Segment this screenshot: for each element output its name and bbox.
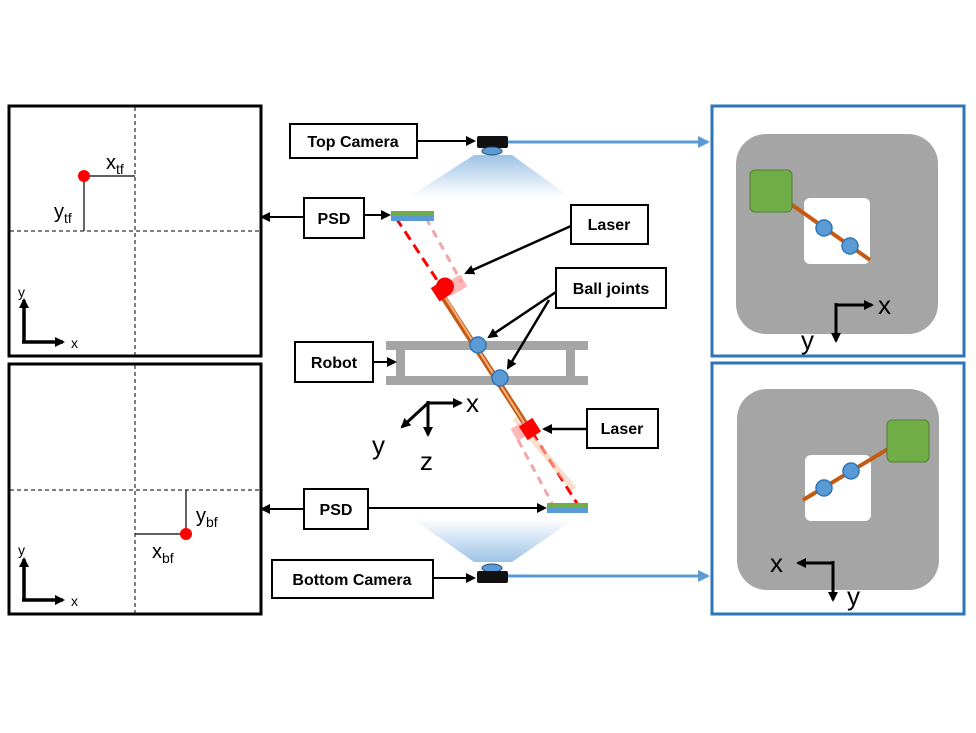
top-view-ball-joint-2 (841, 237, 859, 255)
bottom-frame-y-label: ybf (196, 505, 218, 530)
bottom-psd-sensor (547, 503, 588, 513)
top-psd-sensor (391, 211, 434, 221)
bottom-camera-view-cone (413, 519, 574, 562)
bottom-laser-beam-ghost (516, 439, 554, 504)
bottom-frame-axis-y-label: y (18, 542, 25, 558)
ball-joint-upper (469, 336, 487, 354)
top-psd-label-box: PSD (303, 197, 365, 239)
top-frame-axis-y-label: y (18, 284, 25, 300)
robot-axis-x-label: x (466, 388, 479, 418)
robot-axis-y-label: y (372, 430, 385, 460)
bottom-psd-frame-border (7, 362, 263, 616)
top-frame-axes: y x (18, 284, 78, 351)
bottom-view-ball-joint-1 (815, 479, 833, 497)
top-psd-frame: xtf ytf y x (7, 104, 263, 358)
ball-joint-lower (491, 369, 509, 387)
top-camera-lens-icon (481, 146, 503, 156)
bottom-laser-module (510, 417, 542, 442)
top-laser-pointer-arrow (464, 224, 572, 275)
bottom-laser-spot (180, 528, 192, 540)
robot-axis-z-label: z (420, 446, 433, 476)
top-psd-label: PSD (318, 211, 351, 228)
bottom-laser-label-box: Laser (586, 408, 659, 449)
bottom-camera-lens-icon (481, 563, 503, 573)
bottom-frame-axis-x-label: x (71, 593, 78, 609)
bottom-frame-axes: y x (18, 542, 78, 609)
top-frame-axis-x-label: x (71, 335, 78, 351)
bottom-camera (413, 519, 574, 583)
bottom-psd-frame: ybf xbf y x (7, 362, 263, 616)
bottom-camera-label: Bottom Camera (292, 572, 411, 589)
top-camera-label: Top Camera (307, 134, 398, 151)
top-view-ball-joint-1 (815, 219, 833, 237)
bottom-psd-label: PSD (320, 502, 353, 519)
top-laser-beam (394, 217, 445, 290)
bottom-view-axes: x y (770, 548, 860, 611)
robot-axes: x y z (372, 388, 479, 476)
top-view-green-target (749, 169, 793, 213)
robot-frame (386, 341, 588, 385)
bottom-camera-view: x y (710, 361, 966, 616)
robot-label: Robot (311, 355, 358, 372)
top-camera-body-icon (477, 136, 508, 148)
top-view-axes: x y (801, 290, 891, 355)
top-frame-y-label: ytf (54, 201, 72, 226)
top-camera-view-cone (409, 155, 570, 197)
bottom-camera-body-icon (477, 571, 508, 583)
bottom-laser-label: Laser (601, 421, 644, 438)
top-laser-spot (78, 170, 90, 182)
probe-rod-highlight (437, 285, 531, 433)
top-view-axis-x-label: x (878, 290, 891, 320)
top-laser-label-box: Laser (570, 204, 649, 245)
bottom-laser-beam (530, 431, 580, 506)
top-laser-label: Laser (588, 217, 631, 234)
top-laser-beam-ghost (424, 217, 464, 284)
top-view-axis-y-label: y (801, 325, 814, 355)
bottom-frame-x-label: xbf (152, 541, 174, 566)
top-camera-view: x y (710, 104, 966, 358)
bottom-psd-label-box: PSD (303, 488, 369, 530)
top-camera (409, 136, 570, 197)
bottom-view-axis-y-label: y (847, 581, 860, 611)
ball-joints-label-box: Ball joints (555, 267, 667, 309)
top-laser-module (430, 274, 468, 302)
bottom-view-green-target (886, 419, 930, 463)
bottom-camera-label-box: Bottom Camera (271, 559, 434, 599)
top-camera-label-box: Top Camera (289, 123, 418, 159)
robot-label-box: Robot (294, 341, 374, 383)
top-psd-frame-border (7, 104, 263, 358)
ball-joint-lower-pointer-arrow (506, 299, 551, 370)
ball-joints-label: Ball joints (573, 281, 650, 298)
top-frame-x-label: xtf (106, 152, 124, 177)
bottom-view-ball-joint-2 (842, 462, 860, 480)
bottom-view-axis-x-label: x (770, 548, 783, 578)
ball-joint-upper-pointer-arrow (487, 290, 557, 339)
